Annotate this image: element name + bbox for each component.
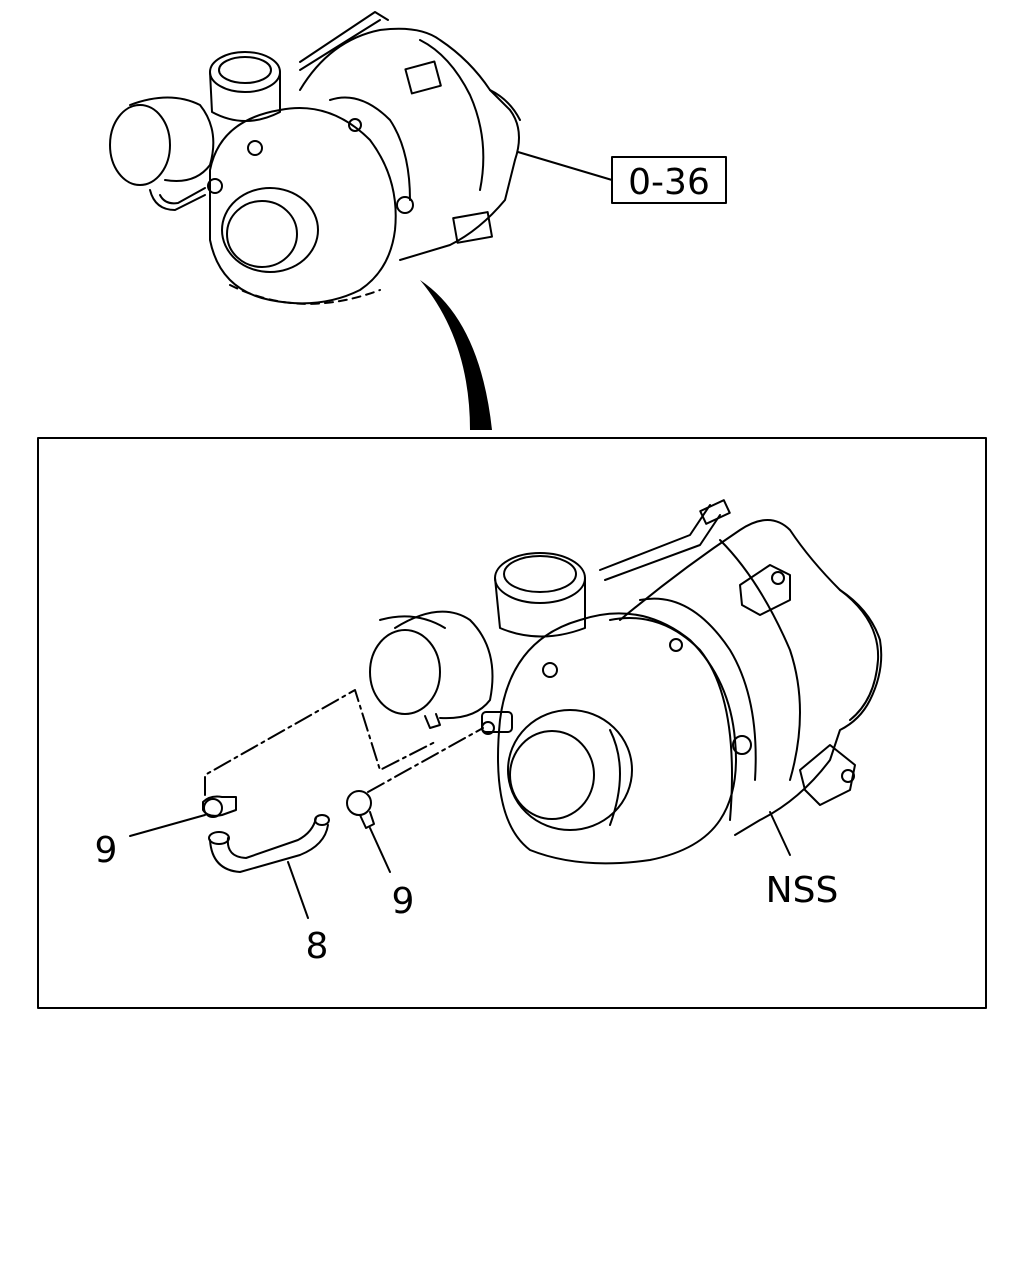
callout-leader-8 [287,861,309,919]
callout-9-right: 9 [392,881,415,922]
callout-nss: NSS [766,870,839,911]
turbocharger-assembly [369,499,883,865]
hose-clamp-right[interactable] [346,790,375,829]
ref-leader-line [517,151,613,181]
hose-clamp-left[interactable] [202,795,237,818]
callout-leader-9-right [369,827,391,873]
callout-leader-9-left [129,814,206,837]
detail-frame [37,437,987,1009]
ref-box[interactable] [611,156,727,204]
assembly-guide-lines [204,689,484,796]
callout-leader-nss [769,811,791,856]
callout-9-left: 9 [95,830,118,871]
vacuum-hose[interactable] [208,814,330,873]
detail-pointer [420,280,492,430]
callout-8: 8 [306,926,329,967]
overview-turbocharger [109,11,521,305]
ref-box-label: 0-36 [628,162,710,203]
